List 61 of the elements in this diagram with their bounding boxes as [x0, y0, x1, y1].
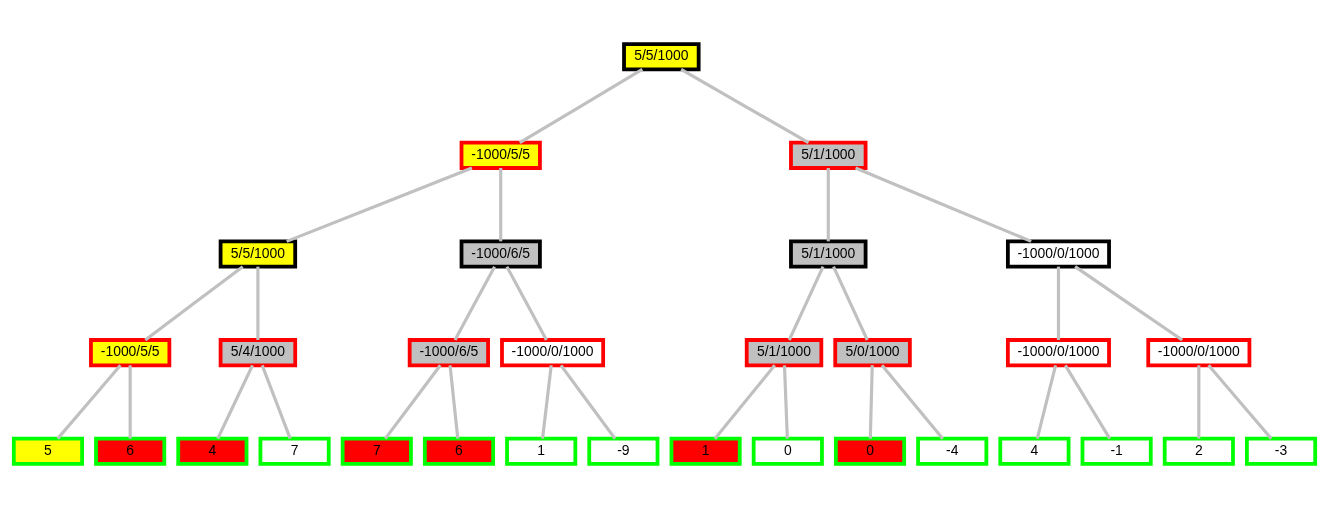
- connector: [128, 365, 132, 439]
- node-box: -1000/6/5: [407, 338, 490, 368]
- connector: [868, 365, 874, 439]
- node-box: -1000/0/1000: [1146, 338, 1252, 368]
- node-box: 0: [751, 436, 824, 466]
- connector: [453, 265, 496, 341]
- node-box: 4: [176, 436, 249, 466]
- node-box: -3: [1245, 436, 1318, 466]
- connector: [713, 364, 776, 440]
- connector: [826, 168, 830, 242]
- node-box: 5/5/1000: [218, 239, 298, 269]
- node-box: -4: [916, 436, 989, 466]
- connector: [782, 365, 789, 439]
- node-box: 5/4/1000: [218, 338, 298, 368]
- connector: [1035, 364, 1058, 440]
- node-box: 2: [1162, 436, 1235, 466]
- node-box: 6: [94, 436, 167, 466]
- node-box: 5/1/1000: [789, 140, 868, 170]
- connector: [832, 266, 869, 341]
- connector: [499, 168, 503, 242]
- node-box: 5/0/1000: [833, 338, 912, 368]
- node-box: 5: [11, 436, 84, 466]
- node-box: -1: [1080, 436, 1153, 466]
- node-box: -1000/0/1000: [500, 338, 606, 368]
- node-box: 4: [998, 436, 1071, 466]
- connector: [1074, 265, 1184, 342]
- connector: [56, 364, 122, 440]
- node-box: 5/5/1000: [622, 42, 701, 72]
- connector: [448, 365, 460, 439]
- connector: [1207, 364, 1273, 440]
- connector: [286, 166, 473, 243]
- node-box: -1000/5/5: [89, 338, 172, 368]
- node-box: 1: [669, 436, 742, 466]
- connector: [787, 266, 825, 341]
- connector: [144, 265, 244, 342]
- connector: [505, 265, 548, 341]
- node-box: 7: [258, 436, 331, 466]
- node-box: 0: [833, 436, 907, 466]
- connector: [1064, 364, 1112, 440]
- connector: [1197, 365, 1201, 439]
- connector: [854, 166, 1032, 243]
- node-box: -1000/6/5: [459, 239, 542, 269]
- connector: [540, 365, 553, 439]
- connector: [559, 364, 617, 440]
- node-box: 6: [422, 436, 496, 466]
- node-box: -1000/0/1000: [1005, 338, 1111, 368]
- node-box: -1000/5/5: [459, 140, 542, 170]
- node-box: 1: [505, 436, 578, 466]
- connector: [518, 68, 644, 145]
- connector: [680, 68, 810, 145]
- connector: [216, 364, 254, 440]
- node-box: 5/1/1000: [744, 338, 824, 368]
- node-box: 7: [340, 436, 413, 466]
- connector: [384, 364, 442, 440]
- connector: [256, 266, 260, 340]
- node-box: -1000/0/1000: [1005, 239, 1111, 269]
- connector: [1056, 266, 1061, 340]
- connector: [260, 364, 292, 440]
- node-box: 5/1/1000: [789, 239, 868, 269]
- connector: [880, 364, 944, 440]
- node-box: -9: [587, 436, 660, 466]
